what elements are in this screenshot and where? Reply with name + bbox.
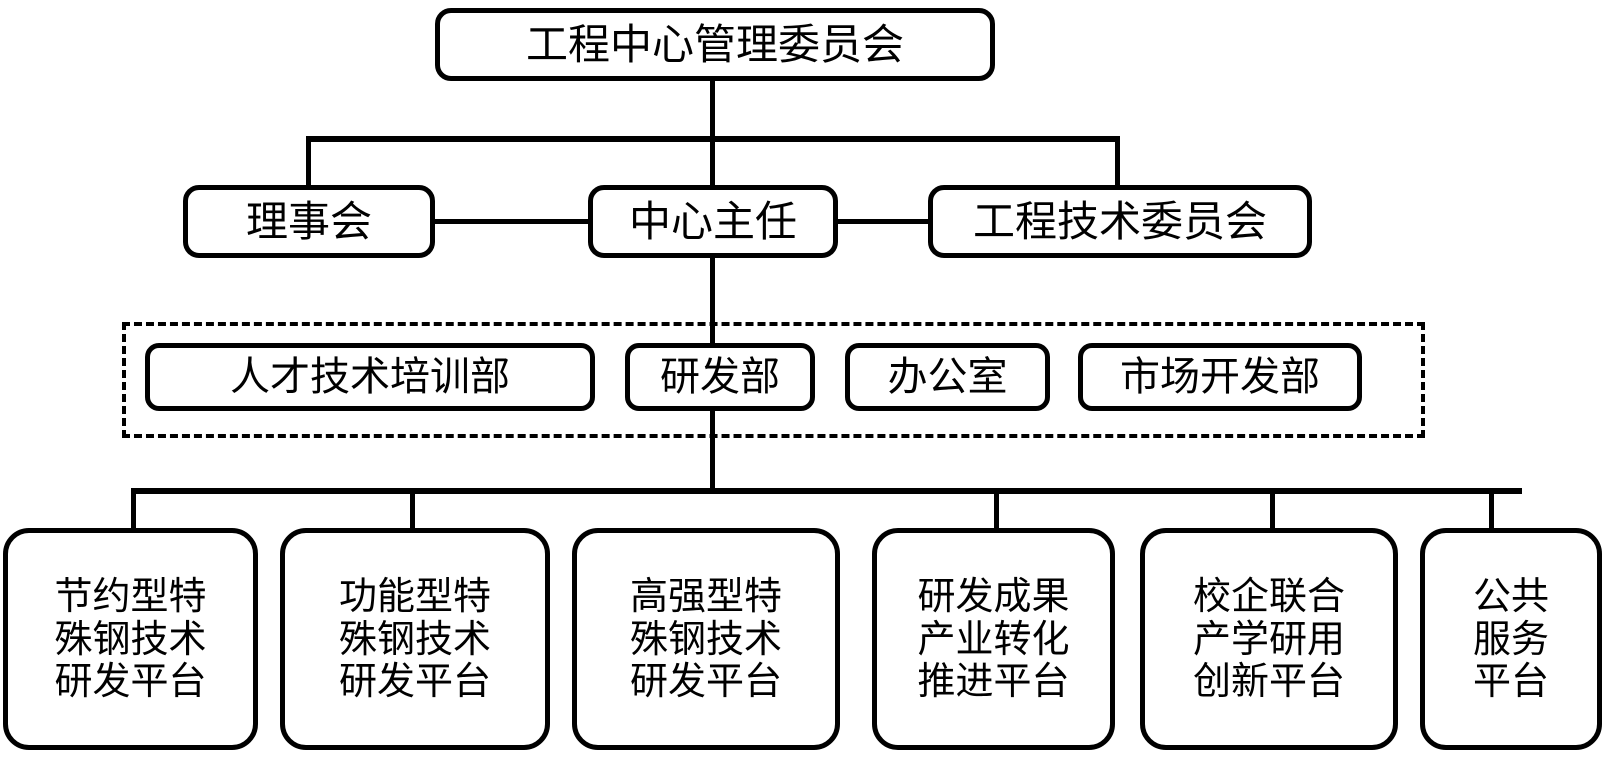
node-label: 工程技术委员会: [972, 196, 1267, 246]
node-market-development-dept[interactable]: 市场开发部: [1078, 343, 1362, 411]
node-label: 研发部: [660, 353, 780, 400]
connector-rnd-to-platform-bus: [710, 408, 715, 493]
node-label: 人才技术培训部: [230, 353, 510, 400]
connector-bus-to-director: [710, 136, 715, 187]
connector-bus-to-platform-4: [1270, 488, 1275, 530]
node-management-committee[interactable]: 工程中心管理委员会: [435, 8, 995, 81]
node-office-dept[interactable]: 办公室: [845, 343, 1050, 411]
node-label: 高强型特 殊钢技术 研发平台: [629, 574, 782, 704]
node-center-director[interactable]: 中心主任: [588, 185, 838, 258]
node-board-of-directors[interactable]: 理事会: [183, 185, 435, 258]
connector-director-to-techcom: [836, 219, 930, 224]
connector-bus-to-techcom: [1115, 136, 1120, 187]
node-platform-public-service[interactable]: 公共 服务 平台: [1420, 528, 1602, 750]
department-group-boundary: [122, 322, 1425, 438]
connector-bus-to-platform-1: [410, 488, 415, 530]
node-label: 理事会: [245, 196, 372, 246]
connector-committee-to-bus: [710, 81, 715, 139]
node-platform-functional-special-steel[interactable]: 功能型特 殊钢技术 研发平台: [280, 528, 550, 750]
node-label: 办公室: [887, 353, 1008, 400]
node-label: 校企联合 产学研用 创新平台: [1192, 574, 1345, 704]
node-platform-university-enterprise-innovation[interactable]: 校企联合 产学研用 创新平台: [1140, 528, 1398, 750]
node-label: 研发成果 产业转化 推进平台: [917, 574, 1070, 704]
node-label: 公共 服务 平台: [1472, 574, 1549, 704]
node-label: 功能型特 殊钢技术 研发平台: [338, 574, 491, 704]
node-talent-training-dept[interactable]: 人才技术培训部: [145, 343, 595, 411]
node-platform-economical-special-steel[interactable]: 节约型特 殊钢技术 研发平台: [3, 528, 258, 750]
node-label: 市场开发部: [1120, 353, 1320, 400]
connector-bus-to-platform-5: [1489, 488, 1494, 530]
node-engineering-tech-committee[interactable]: 工程技术委员会: [928, 185, 1312, 258]
connector-director-to-rnd: [710, 258, 715, 346]
node-platform-high-strength-special-steel[interactable]: 高强型特 殊钢技术 研发平台: [572, 528, 840, 750]
connector-board-to-director: [433, 219, 590, 224]
connector-bus-platforms: [131, 488, 1522, 494]
connector-bus-to-board: [306, 136, 311, 187]
node-label: 工程中心管理委员会: [525, 19, 904, 69]
node-label: 中心主任: [628, 196, 797, 246]
connector-bus-to-platform-0: [131, 488, 136, 530]
node-platform-achievement-industrialization[interactable]: 研发成果 产业转化 推进平台: [872, 528, 1115, 750]
node-rnd-dept[interactable]: 研发部: [625, 343, 815, 411]
connector-bus-to-platform-3: [994, 488, 999, 530]
node-label: 节约型特 殊钢技术 研发平台: [54, 574, 207, 704]
